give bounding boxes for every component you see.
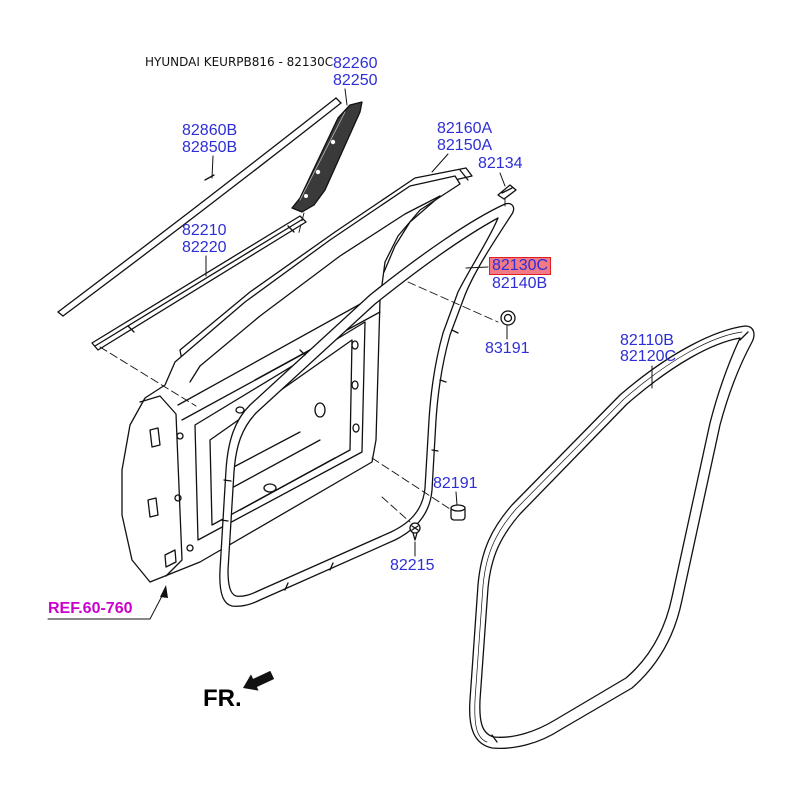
callout-82215[interactable]: 82215 — [390, 557, 435, 574]
leader-82860B — [211, 155, 214, 179]
callout-82120c[interactable]: 82120C — [620, 348, 677, 365]
screw-part — [409, 522, 421, 541]
callout-82130c-selected[interactable]: 82130C — [489, 257, 552, 275]
callout-83191[interactable]: 83191 — [485, 340, 530, 357]
callout-82260[interactable]: 82260 — [333, 55, 378, 72]
leader-82134 — [499, 172, 506, 187]
callout-82220[interactable]: 82220 — [182, 239, 227, 256]
leader-ref — [47, 595, 163, 620]
leader-82191 — [455, 491, 458, 506]
arrow-down-left-icon — [243, 670, 275, 691]
leader-82130C — [465, 266, 489, 269]
callout-82134[interactable]: 82134 — [478, 155, 523, 172]
leader-82260 — [344, 88, 348, 106]
reference-link[interactable]: REF.60-760 — [48, 600, 133, 617]
leader-lines — [47, 88, 653, 620]
arrow-up-icon — [160, 585, 168, 598]
callout-82191[interactable]: 82191 — [433, 475, 478, 492]
clip-part — [497, 184, 517, 200]
callout-82140b[interactable]: 82140B — [492, 275, 548, 292]
callout-82110b[interactable]: 82110B — [620, 332, 674, 349]
grommet-part — [500, 310, 516, 326]
diagram-title: HYUNDAI KEURPB816 - 82130C — [145, 55, 334, 69]
callout-82160a[interactable]: 82160A — [437, 120, 493, 137]
callout-82860b[interactable]: 82860B — [182, 122, 238, 139]
assembly-dashed-lines — [99, 197, 506, 523]
front-direction-label: FR. — [203, 685, 242, 712]
leader-82160A — [431, 153, 449, 173]
bumper-part — [450, 504, 466, 521]
callout-82250[interactable]: 82250 — [333, 72, 378, 89]
callout-82150a[interactable]: 82150A — [437, 137, 493, 154]
body-weatherstrip — [468, 325, 755, 749]
long-moulding-strip — [57, 97, 342, 317]
callout-82210[interactable]: 82210 — [182, 222, 227, 239]
pillar-trim — [291, 101, 363, 213]
callout-82850b[interactable]: 82850B — [182, 139, 238, 156]
belt-weatherstrip — [91, 215, 307, 351]
